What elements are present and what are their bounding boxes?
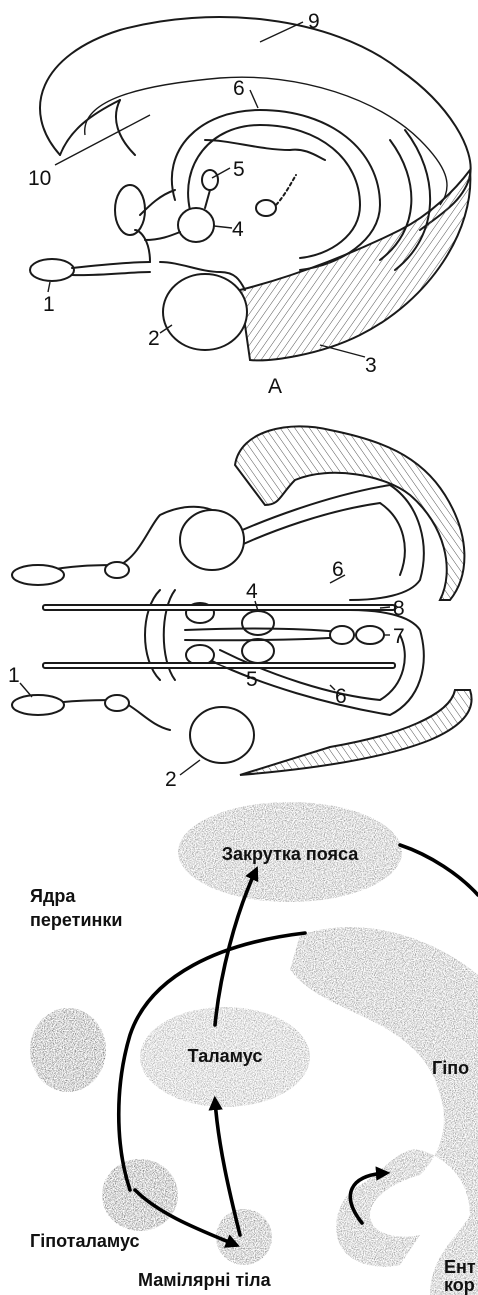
label-septal-line1: Ядра	[30, 886, 76, 906]
arrow-cingulate-to-hippocampus	[400, 845, 478, 895]
label-3: 3	[365, 354, 377, 377]
label-9: 9	[308, 10, 320, 33]
fornix-arc	[172, 110, 380, 270]
label-hypothalamus: Гіпоталамус	[30, 1231, 140, 1251]
label-2-b: 2	[165, 768, 177, 791]
label-6-top: 6	[332, 558, 344, 581]
label-septal-line2: перетинки	[30, 910, 122, 930]
fornix-arcs-top	[210, 485, 424, 715]
limbic-lateral-view: 9 6 10 5 4 1 2 3 А	[0, 0, 478, 405]
limbic-top-view: 6 4 8 7 1 5 6 2	[0, 405, 478, 795]
label-entorhinal-2: кор	[444, 1275, 475, 1295]
papez-circuit-diagram: Закрутка пояса Ядра перетинки Таламус Гі…	[0, 795, 478, 1295]
label-8-b: 8	[393, 597, 405, 620]
central-structures	[12, 507, 384, 763]
label-2: 2	[148, 327, 160, 350]
label-5-b: 5	[246, 668, 258, 691]
label-1-b: 1	[8, 664, 20, 687]
label-1: 1	[43, 293, 55, 316]
label-thalamus: Таламус	[188, 1046, 263, 1066]
septal-blob	[30, 1008, 106, 1092]
hippocampus-body	[240, 130, 470, 360]
mammillary-blob	[216, 1209, 272, 1265]
label-10: 10	[28, 167, 51, 190]
label-6: 6	[233, 77, 245, 100]
label-4-b: 4	[246, 580, 258, 603]
corpus-callosum-outline	[40, 17, 471, 230]
label-mammillary: Мамілярні тіла	[138, 1270, 272, 1290]
label-7-b: 7	[393, 625, 405, 648]
label-5: 5	[233, 158, 245, 181]
label-4: 4	[232, 218, 244, 241]
label-hippocampus: Гіпо	[432, 1058, 469, 1078]
hippocampus-blob	[290, 927, 478, 1295]
label-entorhinal-1: Ент	[444, 1257, 476, 1277]
caption-a: А	[268, 375, 282, 398]
label-cingulate: Закрутка пояса	[222, 844, 359, 864]
label-6-bottom: 6	[335, 685, 347, 708]
